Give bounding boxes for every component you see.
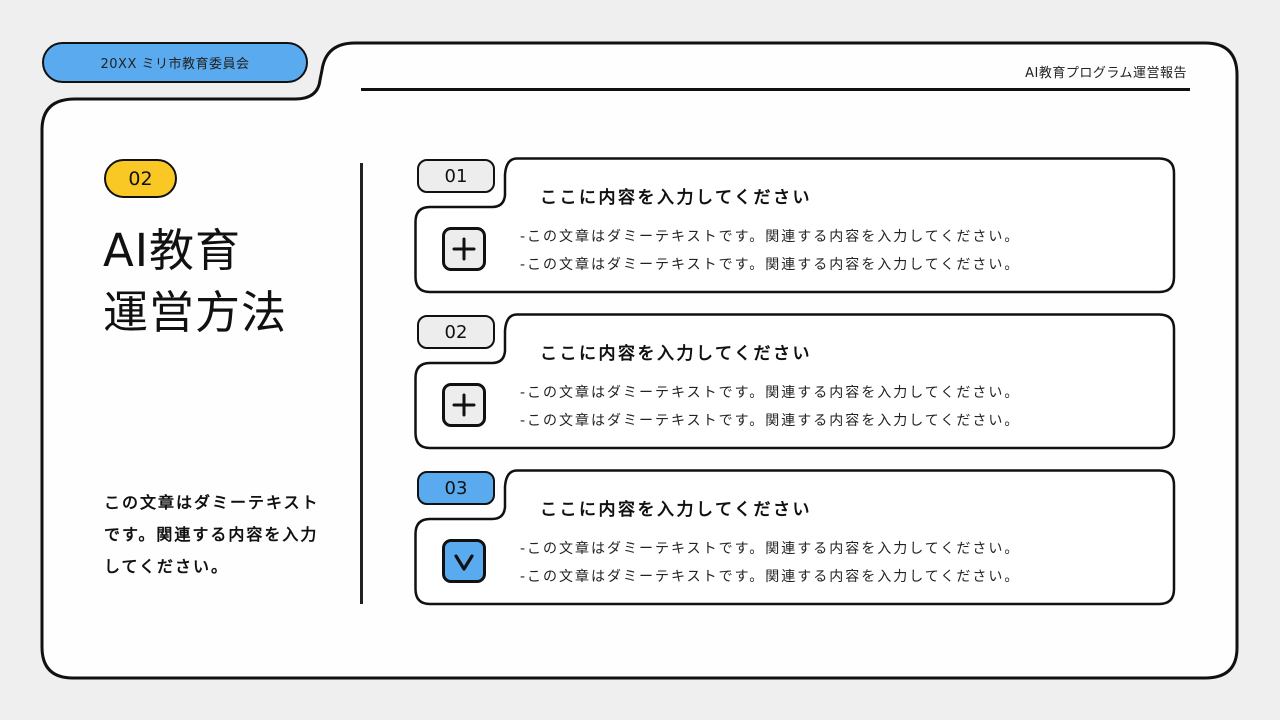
item-number: 01	[444, 165, 468, 187]
list-item-01: 01 ここに内容を入力してください -この文章はダミーテキストです。関連する内容…	[414, 157, 1176, 295]
item-body: -この文章はダミーテキストです。関連する内容を入力してください。 -この文章はダ…	[520, 223, 1020, 279]
header-divider	[361, 88, 1190, 91]
item-outline	[414, 313, 1176, 450]
item-line: -この文章はダミーテキストです。関連する内容を入力してください。	[520, 413, 1021, 429]
check-icon	[442, 539, 486, 583]
item-number-tab: 02	[417, 315, 495, 349]
section-title: AI教育 運営方法	[103, 220, 287, 344]
plus-icon	[442, 383, 486, 427]
section-number-badge: 02	[104, 159, 177, 198]
item-number: 03	[444, 477, 468, 499]
item-body: -この文章はダミーテキストです。関連する内容を入力してください。 -この文章はダ…	[520, 535, 1020, 591]
item-body: -この文章はダミーテキストです。関連する内容を入力してください。 -この文章はダ…	[520, 379, 1020, 435]
plus-icon	[442, 227, 486, 271]
item-line: -この文章はダミーテキストです。関連する内容を入力してください。	[520, 541, 1021, 557]
item-line: -この文章はダミーテキストです。関連する内容を入力してください。	[520, 385, 1021, 401]
item-line: -この文章はダミーテキストです。関連する内容を入力してください。	[520, 229, 1021, 245]
item-outline	[414, 469, 1176, 606]
section-title-line2: 運営方法	[103, 286, 288, 339]
item-line: -この文章はダミーテキストです。関連する内容を入力してください。	[520, 257, 1021, 273]
section-title-line1: AI教育	[103, 224, 242, 277]
section-number: 02	[128, 167, 153, 190]
list-item-02: 02 ここに内容を入力してください -この文章はダミーテキストです。関連する内容…	[414, 313, 1176, 451]
organization-badge: 20XX ミリ市教育委員会	[42, 42, 308, 83]
item-line: -この文章はダミーテキストです。関連する内容を入力してください。	[520, 569, 1021, 585]
report-title: AI教育プログラム運営報告	[1025, 66, 1187, 81]
item-title: ここに内容を入力してください	[540, 500, 812, 520]
list-item-03: 03 ここに内容を入力してください -この文章はダミーテキストです。関連する内容…	[414, 469, 1176, 607]
organization-name: 20XX ミリ市教育委員会	[100, 57, 250, 72]
item-number-tab: 01	[417, 159, 495, 193]
item-outline	[414, 157, 1176, 294]
vertical-divider	[360, 163, 363, 604]
item-number-tab: 03	[417, 471, 495, 505]
item-title: ここに内容を入力してください	[540, 188, 812, 208]
item-number: 02	[444, 321, 468, 343]
item-title: ここに内容を入力してください	[540, 344, 812, 364]
section-description: この文章はダミーテキストです。関連する内容を入力してください。	[104, 493, 320, 576]
